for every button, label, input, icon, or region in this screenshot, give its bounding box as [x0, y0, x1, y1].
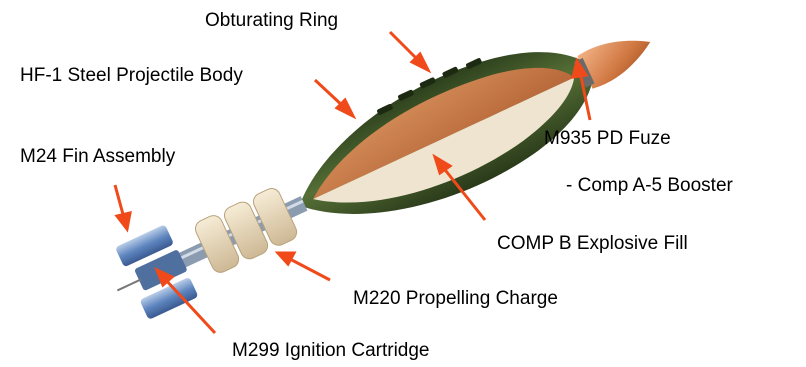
label-fin-assembly: M24 Fin Assembly — [20, 147, 175, 166]
arrow-fin-assembly — [115, 185, 130, 229]
label-obturating-ring: Obturating Ring — [205, 11, 338, 30]
label-projectile-body: HF-1 Steel Projectile Body — [20, 66, 243, 85]
label-ignition-cartridge: M299 Ignition Cartridge — [232, 341, 430, 360]
fin-assembly-shape — [100, 224, 199, 327]
label-fuze: M935 PD Fuze — [544, 129, 671, 148]
arrow-propelling-charge — [278, 253, 330, 280]
label-explosive-fill: COMP B Explosive Fill — [497, 234, 688, 253]
propelling-charge-increments — [193, 186, 300, 276]
arrow-obturating-ring — [390, 32, 428, 70]
label-booster: - Comp A-5 Booster — [566, 176, 733, 195]
label-propelling-charge: M220 Propelling Charge — [353, 289, 558, 308]
arrow-projectile-body — [315, 80, 353, 116]
